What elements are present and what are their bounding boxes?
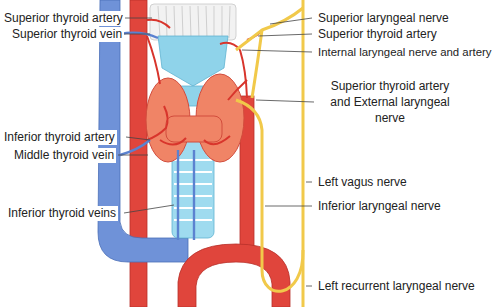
part-label: Superior thyroid vein	[10, 27, 124, 42]
part-label: Middle thyroid vein	[12, 148, 116, 163]
leader-lines	[118, 18, 314, 286]
thyroid-gland	[146, 74, 244, 162]
part-label: Inferior thyroid veins	[6, 206, 118, 221]
thyroid-arteries	[147, 20, 262, 145]
part-label: Inferior thyroid artery	[2, 130, 117, 145]
part-label: Superior laryngeal nerve	[316, 11, 451, 26]
part-label: Internal laryngeal nerve and artery	[316, 45, 494, 60]
thyroid-veins	[120, 33, 194, 240]
part-label: Left recurrent laryngeal nerve	[316, 279, 477, 294]
part-label: Left vagus nerve	[316, 175, 409, 190]
part-label: Inferior laryngeal nerve	[316, 199, 443, 214]
part-label: Superior thyroid artery	[316, 27, 439, 42]
membrane-striations	[158, 6, 230, 38]
part-label: Superior thyroid artery	[2, 11, 125, 26]
part-label: Superior thyroid artery and External lar…	[318, 78, 462, 126]
nerves	[236, 0, 303, 307]
aortic-arch	[178, 244, 290, 307]
